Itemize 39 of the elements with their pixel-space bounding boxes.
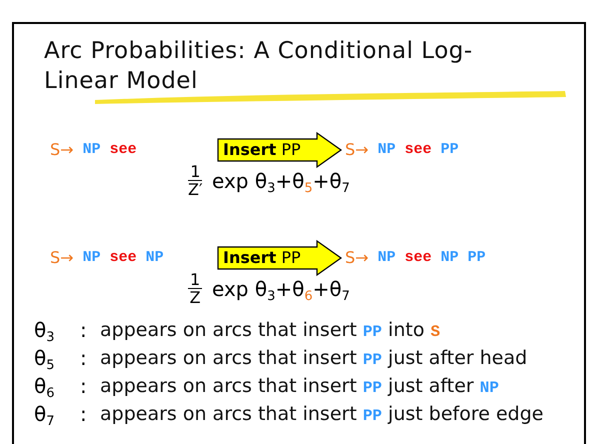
grammar-symbol: see [404,248,432,268]
grammar-symbol: see [110,140,137,160]
grammar-symbol: NP [440,248,459,268]
colon: : [80,346,87,370]
parameter-description: appears on arcs that insert PP just before edge [100,402,544,427]
grammar-symbol: see [404,140,432,160]
grammar-symbol: PP [440,140,459,160]
grammar-symbol: see [110,248,137,268]
colon: : [80,402,87,426]
grammar-symbol: PP [468,248,486,268]
grammar-symbol: S→ [50,140,74,160]
edge-label: Insert PP [223,140,301,160]
colon: : [80,318,87,342]
exponent-formula: exp θ$_{3}$+θ$_{6}$+θ$_{7}$ [212,277,350,306]
parameter-description: appears on arcs that insert PP into S [100,318,440,343]
exponent-formula: exp θ$_{3}$+θ$_{5}$+θ$_{7}$ [212,169,350,198]
grammar-symbol: NP [82,248,101,268]
grammar-symbol: NP [146,248,164,268]
grammar-symbol: NP [378,248,396,268]
denominator: Z′ [188,181,203,198]
grammar-symbol: NP [82,140,101,160]
numerator: 1 [188,271,202,289]
grammar-symbol: S→ [50,248,74,268]
slide-title: Arc Probabilities: A Conditional Log-Linear Model [44,37,474,96]
grammar-symbol: S→ [345,248,369,268]
parameter-description: appears on arcs that insert PP just after NP [100,374,499,399]
block-arrow [217,240,342,276]
grammar-symbol: NP [378,140,396,160]
parameter-symbol: θ$_{3}$ [34,318,55,347]
denominator: Z [190,289,201,306]
parameter-symbol: θ$_{6}$ [34,374,55,403]
block-arrow [217,132,342,168]
grammar-symbol: S→ [345,140,369,160]
edge-label: Insert PP [223,248,301,268]
parameter-symbol: θ$_{7}$ [34,402,55,431]
numerator: 1 [188,163,202,181]
colon: : [80,374,87,398]
parameter-symbol: θ$_{5}$ [34,346,55,375]
parameter-description: appears on arcs that insert PP just after head [100,346,528,371]
